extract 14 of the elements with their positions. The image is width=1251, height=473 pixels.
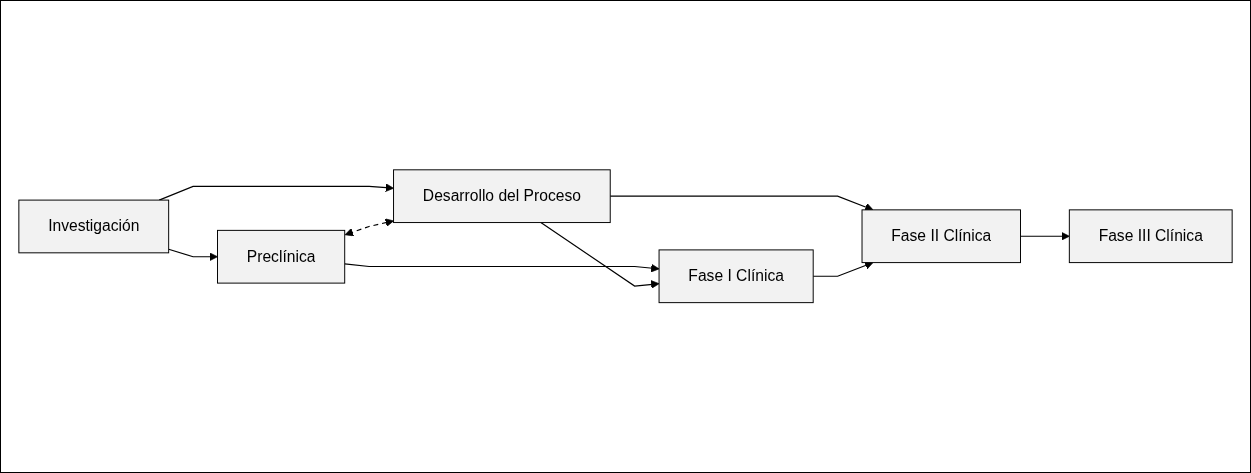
node-box: Preclínica xyxy=(217,230,346,284)
arrow xyxy=(168,248,218,262)
arrow xyxy=(609,195,874,212)
node-box: Fase III Clínica xyxy=(1068,209,1233,264)
arrow xyxy=(540,222,660,289)
arrow xyxy=(344,263,660,273)
arrow xyxy=(812,261,874,278)
arrow xyxy=(1019,232,1070,241)
arrow xyxy=(158,183,394,201)
node-box: Fase II Clínica xyxy=(861,209,1021,264)
node-box: Investigación xyxy=(18,199,170,254)
arrow xyxy=(344,218,394,237)
node-box: Fase I Clínica xyxy=(658,249,814,304)
node-box: Desarrollo del Proceso xyxy=(393,169,611,224)
